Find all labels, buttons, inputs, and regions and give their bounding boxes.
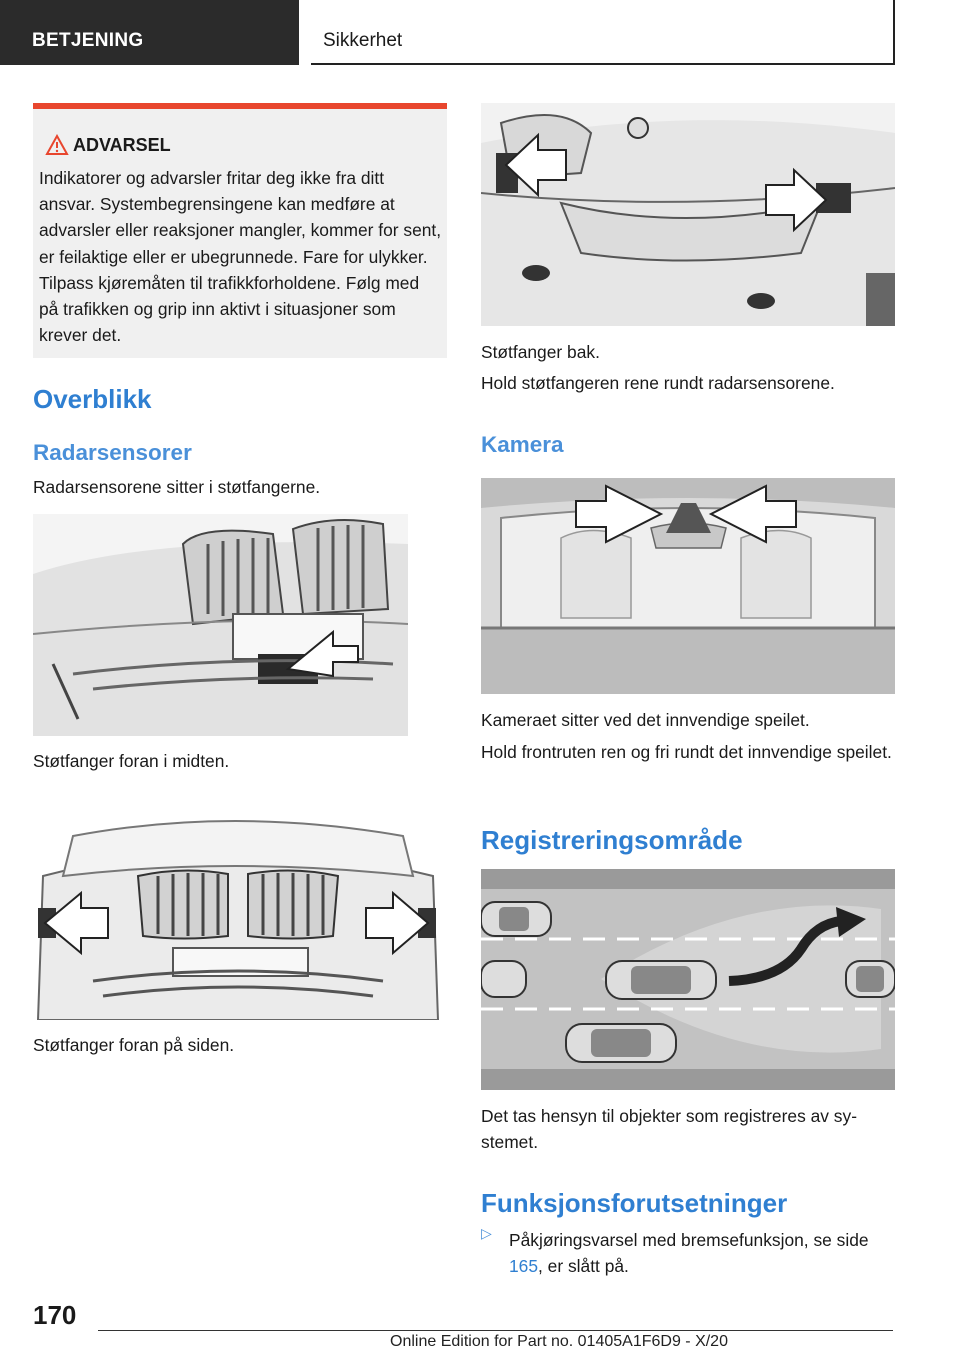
heading-camera: Kamera	[481, 432, 564, 457]
page-link-165[interactable]: 165	[509, 1256, 539, 1276]
footer-text: Online Edition for Part no. 01405A1F6D9 …	[390, 1333, 728, 1350]
camera-image	[481, 478, 895, 694]
footer-divider	[98, 1330, 893, 1331]
bullet-text-post: , er slått på.	[538, 1256, 629, 1276]
caption-front-side: Støtfanger foran på siden.	[33, 1035, 235, 1055]
detection-range-text: Det tas hensyn til objekter som registre…	[481, 1106, 857, 1152]
rear-sensor-text: Hold støtfangeren rene rundt radarsensor…	[481, 373, 835, 393]
bullet-text-pre: Påkjøringsvarsel med bremsefunksjon, se …	[509, 1230, 869, 1250]
heading-function-requirements: Funksjonsforutsetninger	[481, 1188, 788, 1218]
detection-range-image	[481, 869, 895, 1090]
caption-front-center: Støtfanger foran i midten.	[33, 751, 230, 771]
bullet-item: Påkjøringsvarsel med bremsefunksjon, se …	[509, 1227, 895, 1279]
camera-text: Hold frontruten ren og fri rundt det inn…	[481, 742, 892, 762]
front-bumper-side-image	[33, 796, 440, 1020]
header-section-label: BETJENING	[32, 30, 144, 51]
bullet-arrow-icon: ▷	[481, 1225, 492, 1241]
warning-title: ADVARSEL	[73, 135, 171, 155]
page-number: 170	[33, 1300, 77, 1330]
radar-intro-text: Radarsensorene sitter i støtfangerne.	[33, 477, 321, 497]
header-chapter-label: Sikkerhet	[323, 30, 403, 51]
warning-body: Indikatorer og advarsler fritar deg ikke…	[39, 168, 442, 346]
header-section: BETJENING	[0, 0, 299, 65]
rear-bumper-image	[481, 103, 895, 326]
warning-box: ADVARSEL Indikatorer og advarsler fritar…	[33, 103, 447, 358]
warning-triangle-icon	[45, 134, 69, 155]
heading-detection-range: Registreringsområde	[481, 825, 743, 855]
camera-caption: Kameraet sitter ved det innvendige speil…	[481, 710, 810, 730]
heading-overview: Overblikk	[33, 384, 152, 414]
caption-rear: Støtfanger bak.	[481, 342, 600, 362]
header-chapter: Sikkerhet	[311, 0, 895, 65]
heading-radar-sensors: Radarsensorer	[33, 440, 192, 465]
front-bumper-center-image	[33, 514, 408, 736]
